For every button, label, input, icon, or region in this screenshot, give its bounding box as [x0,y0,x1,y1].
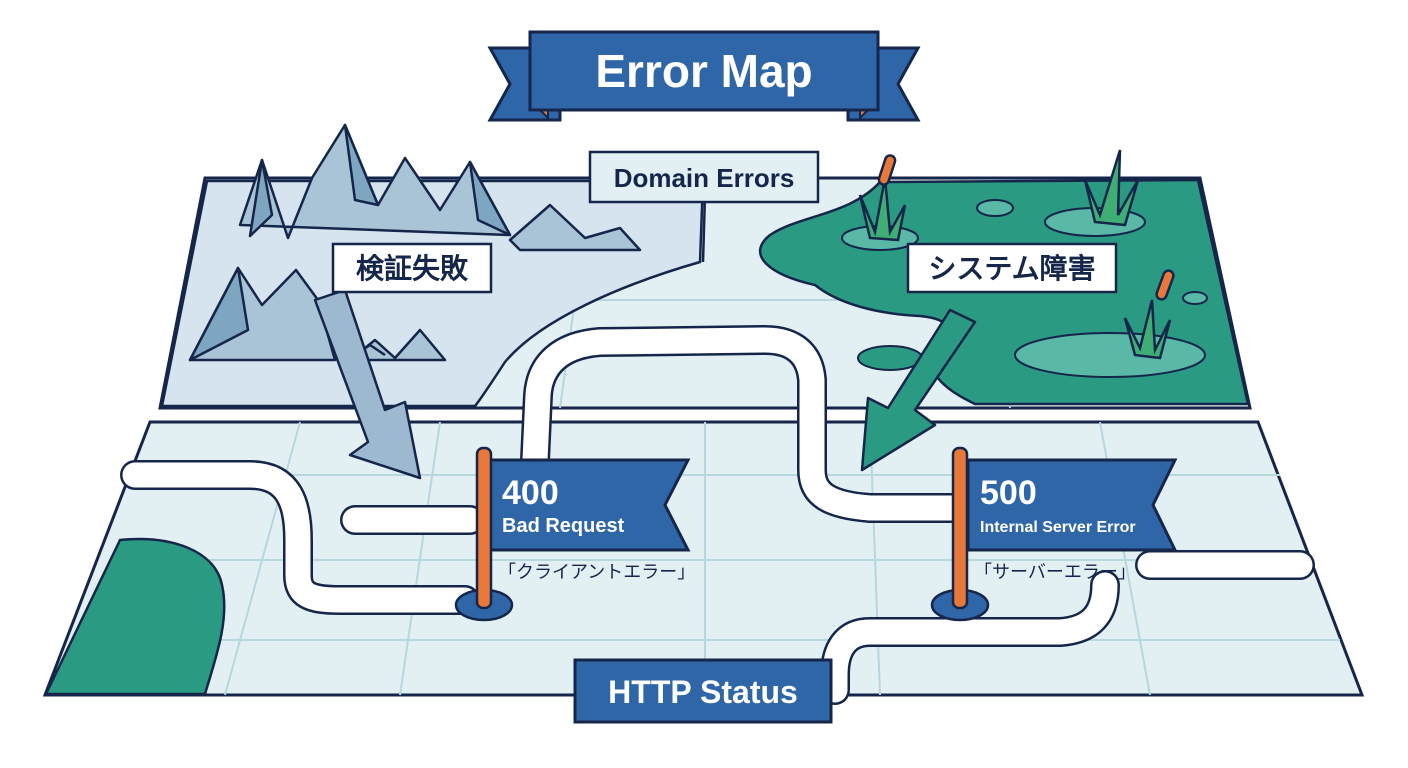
flag-500-caption: 「サーバーエラー」 [974,562,1136,582]
map-board [42,176,1365,705]
lower-left-pond [44,537,226,696]
arrow-icon [313,288,977,480]
roads [120,325,1315,705]
left-arrow [313,288,422,480]
flag-400-name: Bad Request [502,515,625,537]
flag-400-caption: 「クライアントエラー」 [498,562,695,582]
validation-failure-text: 検証失敗 [356,252,469,284]
domain-errors-text: Domain Errors [614,163,795,193]
system-failure-text: システム障害 [928,252,1095,284]
right-arrow [860,308,977,472]
flag-500-code: 500 [980,474,1037,512]
mountain-icon [188,123,642,362]
domain-errors-label: Domain Errors [588,150,820,204]
title-banner: Error Map [487,30,921,122]
flag-400: 400 Bad Request 「クライアントエラー」 [454,446,695,622]
http-status-label: HTTP Status [573,658,833,724]
flag-400-pole [475,446,493,610]
validation-failure-label: 検証失敗 [331,242,493,294]
page-title: Error Map [595,45,812,97]
flag-500-name: Internal Server Error [980,519,1136,536]
http-status-text: HTTP Status [608,674,798,710]
reed-icon [858,149,1175,360]
flag-500: 500 Internal Server Error 「サーバーエラー」 [930,446,1178,622]
system-failure-label: システム障害 [906,242,1118,294]
region-divider [701,194,707,263]
flag-500-pole [951,446,969,610]
flag-400-code: 400 [502,474,559,512]
